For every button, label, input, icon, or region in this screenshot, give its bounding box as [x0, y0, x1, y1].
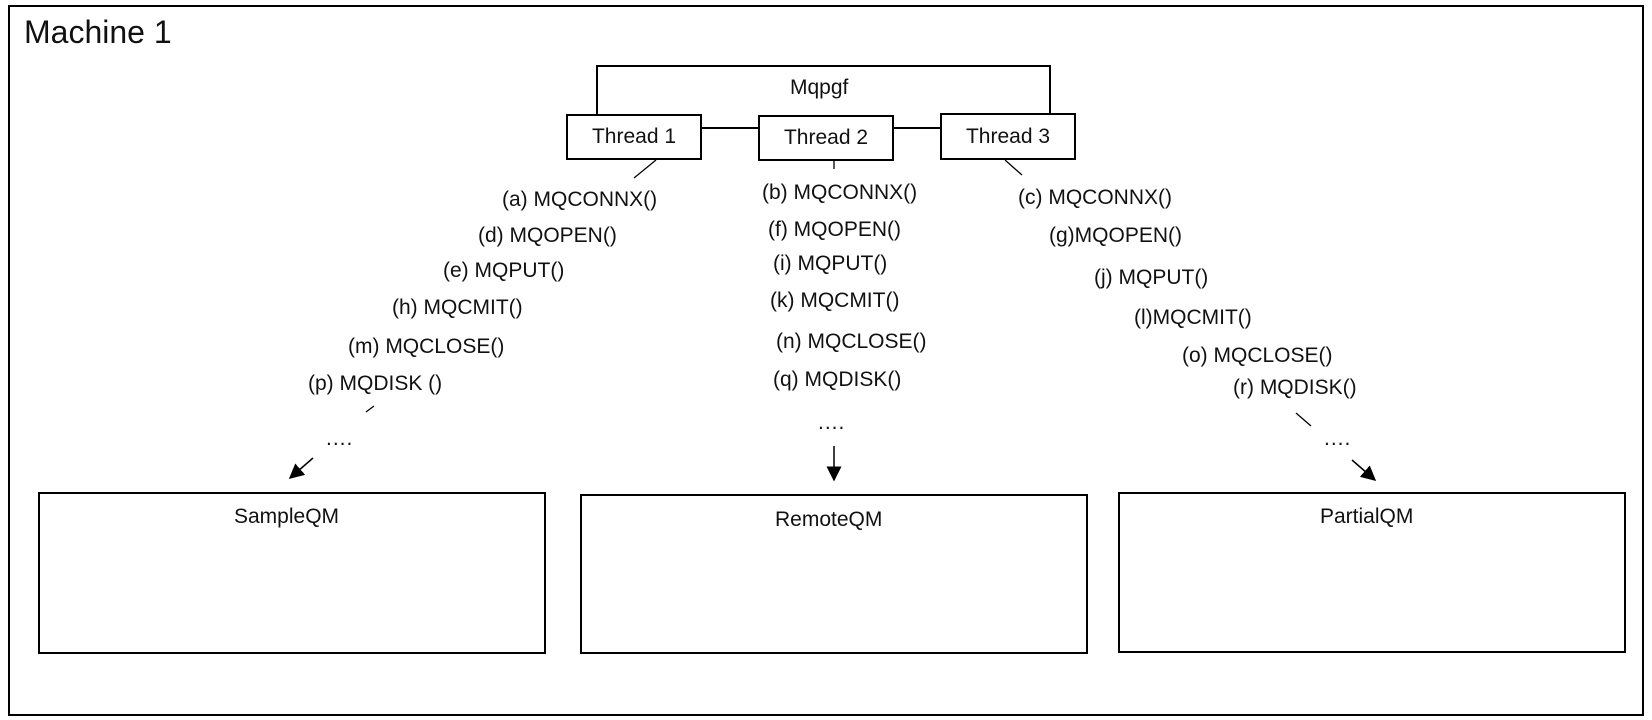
thread3-call-mqopen: (g)MQOPEN(): [1049, 224, 1182, 247]
thread3-call-mqdisk: (r) MQDISK(): [1233, 376, 1357, 399]
thread-1-box: Thread 1: [566, 114, 702, 160]
thread-3-box: Thread 3: [940, 113, 1076, 160]
process-bracket: [596, 65, 1051, 115]
thread2-call-mqopen: (f) MQOPEN(): [768, 218, 901, 241]
thread3-call-mqput: (j) MQPUT(): [1094, 266, 1209, 289]
remoteqm-label: RemoteQM: [775, 508, 883, 531]
arrow-to-sampleqm: [288, 457, 314, 479]
partialqm-label: PartialQM: [1320, 505, 1414, 528]
thread2-call-mqcmit: (k) MQCMIT(): [770, 289, 900, 312]
thread-2-label: Thread 2: [783, 126, 869, 149]
thread2-ellipsis: ....: [818, 411, 846, 434]
thread1-ellipsis: ....: [326, 427, 354, 450]
sampleqm-label: SampleQM: [234, 505, 340, 528]
sampleqm-box: [38, 492, 546, 654]
thread2-call-mqdisk: (q) MQDISK(): [773, 368, 902, 391]
thread3-tick: [1004, 159, 1023, 176]
process-label: Mqpgf: [790, 76, 849, 99]
machine-frame: [8, 5, 1644, 716]
thread-3-label: Thread 3: [965, 124, 1051, 148]
thread1-call-mqput: (e) MQPUT(): [443, 259, 565, 282]
thread3-ellipsis: ....: [1324, 427, 1352, 450]
thread3-call-mqclose: (o) MQCLOSE(): [1182, 344, 1333, 367]
thread3-lower-tick: [1295, 412, 1312, 427]
thread1-call-mqclose: (m) MQCLOSE(): [348, 335, 505, 358]
thread1-call-mqdisk: (p) MQDISK (): [308, 372, 443, 395]
partialqm-box: [1118, 492, 1626, 653]
thread3-call-mqcmit: (l)MQCMIT(): [1134, 306, 1252, 329]
thread3-call-mqconnx: (c) MQCONNX(): [1018, 186, 1172, 209]
remoteqm-box: [580, 494, 1088, 654]
thread1-lower-tick: [365, 405, 375, 413]
thread1-call-mqopen: (d) MQOPEN(): [478, 224, 617, 247]
thread1-call-mqcmit: (h) MQCMIT(): [392, 296, 523, 319]
thread-1-label: Thread 1: [591, 125, 677, 148]
thread2-call-mqclose: (n) MQCLOSE(): [776, 330, 927, 353]
thread1-tick: [633, 159, 657, 179]
thread-2-box: Thread 2: [758, 115, 894, 161]
thread1-call-mqconnx: (a) MQCONNX(): [502, 188, 658, 211]
thread2-call-mqput: (i) MQPUT(): [773, 252, 888, 275]
thread2-call-mqconnx: (b) MQCONNX(): [762, 181, 918, 204]
machine-title: Machine 1: [24, 14, 172, 50]
arrow-to-partialqm: [1351, 459, 1377, 481]
